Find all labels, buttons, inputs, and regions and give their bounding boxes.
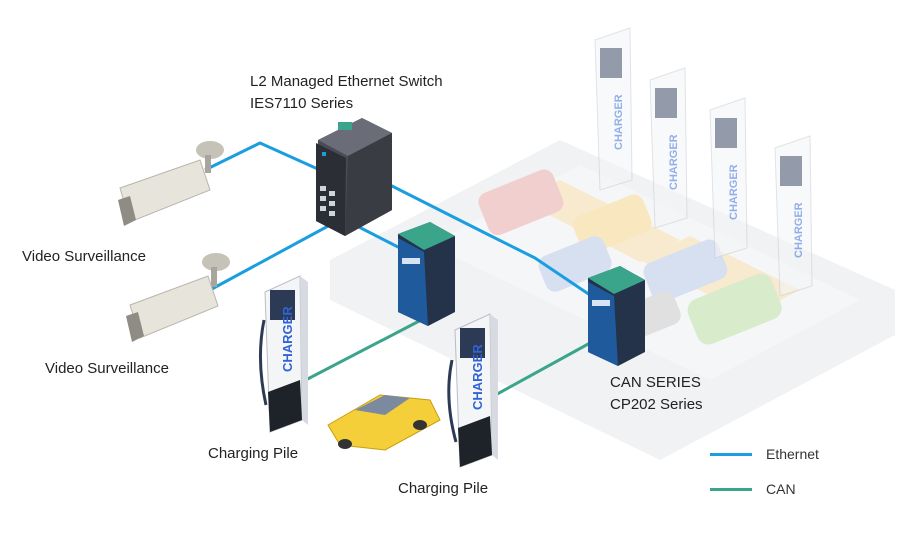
camera-1-icon (118, 141, 224, 226)
legend-ethernet-line (710, 452, 752, 456)
can-links (299, 316, 591, 400)
background-chargers: CHARGER CHARGER CHARGER CHARGER (594, 27, 813, 297)
camera-2-label: Video Surveillance (45, 360, 169, 377)
legend-ethernet-label: Ethernet (766, 446, 819, 462)
ethernet-link-camera-2 (209, 223, 331, 292)
svg-text:CHARGER: CHARGER (793, 202, 805, 258)
can-device-2-icon (588, 266, 645, 366)
charging-pile-2-label: Charging Pile (398, 480, 489, 497)
legend-can: CAN (710, 481, 796, 497)
can-link-pile-1 (299, 316, 426, 385)
ethernet-switch-icon (316, 118, 392, 236)
charging-pile-2-brand: CHARGER (470, 344, 485, 410)
legend-can-line (710, 487, 752, 491)
can-link-pile-2 (489, 341, 591, 400)
ethernet-links (204, 141, 591, 297)
charging-pile-1-label: Charging Pile (208, 445, 299, 462)
ethernet-link-can-2 (389, 183, 591, 297)
taxi-icon (327, 394, 441, 451)
charging-pile-1-icon: CHARGER (258, 275, 308, 433)
camera-1-label: Video Surveillance (22, 248, 146, 265)
ethernet-link-camera-1 (204, 141, 321, 172)
camera-2-icon (126, 253, 230, 342)
charging-pile-2-icon: CHARGER (447, 313, 498, 468)
svg-text:CHARGER: CHARGER (668, 134, 680, 190)
svg-text:CHARGER: CHARGER (613, 94, 625, 150)
switch-title: L2 Managed Ethernet Switch (250, 73, 443, 90)
ethernet-link-can-1 (354, 223, 401, 250)
can-device-series: CP202 Series (610, 396, 703, 413)
svg-text:CHARGER: CHARGER (728, 164, 740, 220)
legend-ethernet: Ethernet (710, 446, 819, 462)
can-device-1-icon (398, 222, 455, 326)
charging-pile-1-brand: CHARGER (280, 306, 295, 372)
legend-can-label: CAN (766, 481, 796, 497)
switch-series: IES7110 Series (250, 95, 354, 112)
can-device-title: CAN SERIES (610, 374, 701, 391)
